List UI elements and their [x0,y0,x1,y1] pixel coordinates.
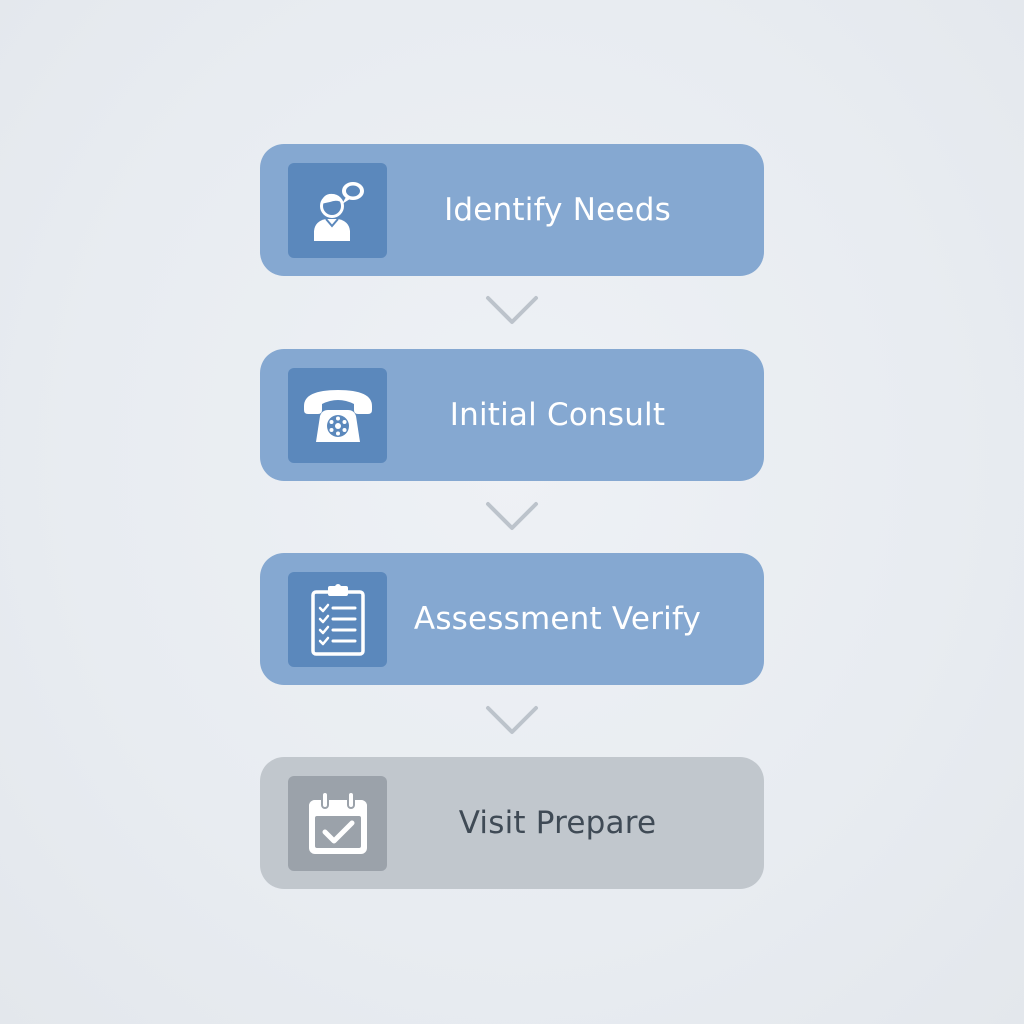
chevron-down-icon [486,296,538,324]
step-identify-needs[interactable]: Identify Needs [260,144,764,276]
chevron-down-icon [486,502,538,530]
step-label: Visit Prepare [458,805,657,841]
step-visit-prepare[interactable]: Visit Prepare [260,757,764,889]
step-label: Assessment Verify [413,601,702,637]
calendar-check-icon [288,776,387,871]
clipboard-checklist-icon [288,572,387,667]
telephone-icon [288,368,387,463]
person-speech-bubble-icon [288,163,387,258]
chevron-down-icon [486,706,538,734]
step-initial-consult[interactable]: Initial Consult [260,349,764,481]
step-label: Initial Consult [449,397,666,433]
step-assessment-verify[interactable]: Assessment Verify [260,553,764,685]
step-label: Identify Needs [444,192,671,228]
